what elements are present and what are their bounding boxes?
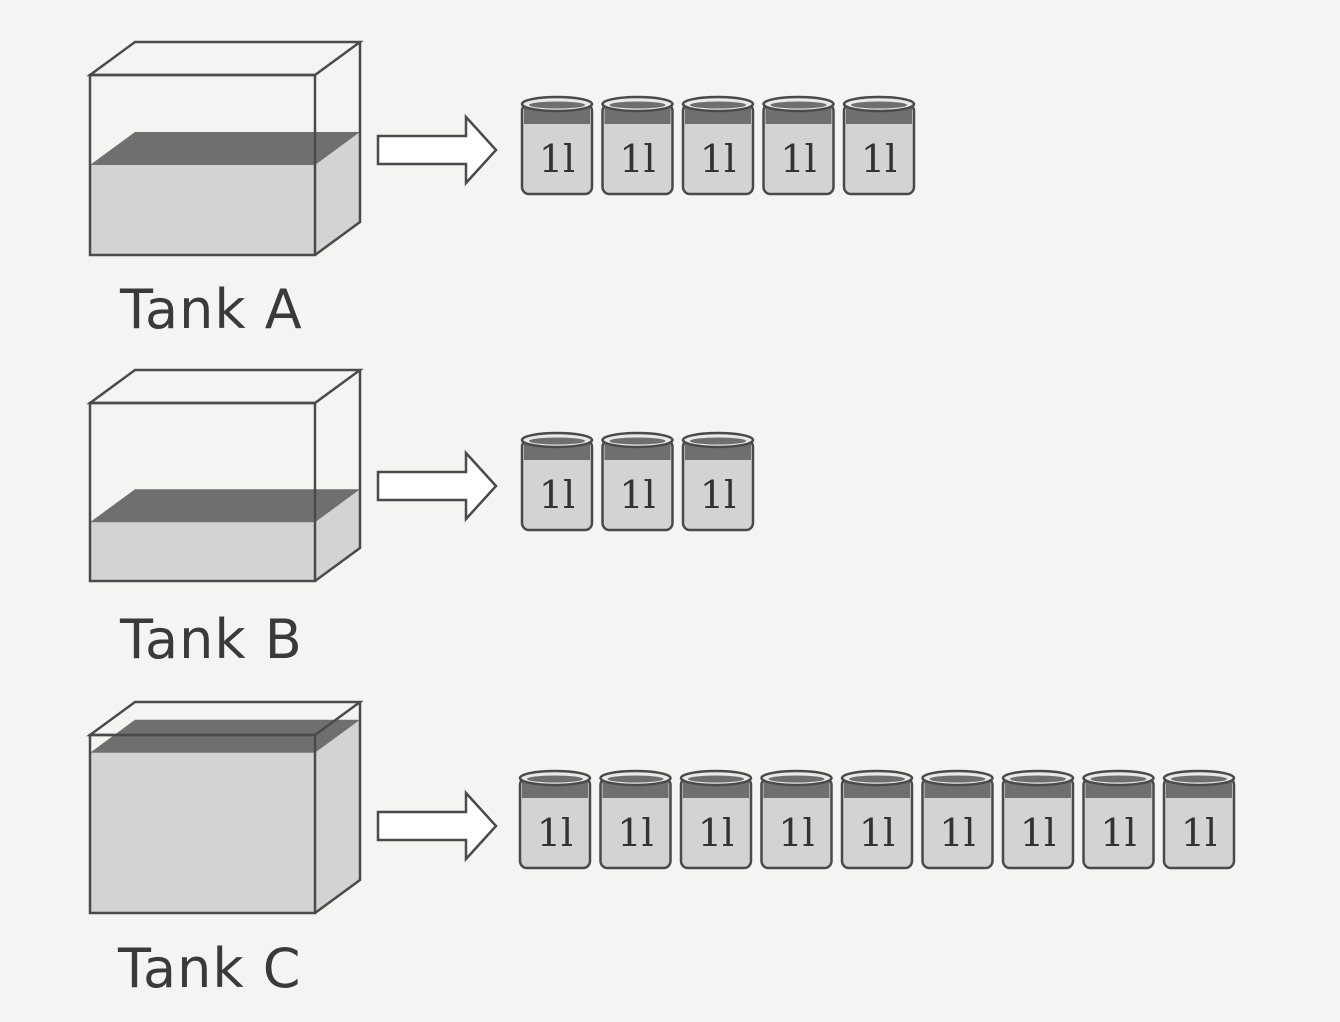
arrow-icon [376, 113, 498, 187]
tank-a-label: Tank A [120, 278, 303, 341]
liter-cup-icon: 1l [1162, 769, 1236, 870]
tank-c-label: Tank C [118, 937, 302, 1000]
tank-top-edge [86, 40, 364, 77]
cup-label: 1l [859, 811, 895, 855]
tank-b-label: Tank B [120, 608, 303, 671]
tank-side-edge [314, 370, 362, 583]
water-surface [90, 132, 360, 165]
cup-label: 1l [539, 473, 575, 517]
tank-side-edge [314, 42, 362, 257]
water-front [90, 752, 315, 913]
liter-cup-icon: 1l [679, 769, 753, 870]
cup-label: 1l [539, 137, 575, 181]
liter-cup-icon: 1l [520, 431, 594, 532]
water-side [315, 719, 360, 913]
cup-label: 1l [698, 811, 734, 855]
water-front [90, 522, 315, 581]
water-surface [90, 719, 360, 753]
cup-label: 1l [1020, 811, 1056, 855]
tank-b: 1l 1l 1l [86, 368, 755, 583]
cup-label: 1l [861, 137, 897, 181]
liter-cup-icon: 1l [842, 95, 916, 196]
liter-cup-icon: 1l [840, 769, 914, 870]
liter-cup-icon: 1l [601, 95, 674, 196]
water-surface [90, 489, 360, 523]
cup-label: 1l [780, 137, 816, 181]
liter-cup-icon: 1l [520, 95, 594, 196]
cup-label: 1l [700, 137, 736, 181]
arrow-icon [376, 449, 498, 523]
liter-cup-icon: 1l [760, 769, 833, 870]
tank-top-edge [86, 368, 364, 405]
tank-side-edge [314, 702, 362, 915]
water-side [315, 132, 360, 255]
liter-cup-icon: 1l [1001, 769, 1075, 870]
water-front [90, 165, 315, 255]
cup-label: 1l [537, 811, 573, 855]
arrow-icon [376, 789, 498, 863]
liter-cup-icon: 1l [1082, 769, 1155, 870]
tank-c: 1l 1l 1l 1l 1l 1l 1l 1l 1l [86, 700, 1236, 915]
cup-label: 1l [619, 473, 655, 517]
liter-cup-icon: 1l [681, 431, 755, 532]
liter-cup-icon: 1l [762, 95, 835, 196]
cup-label: 1l [1181, 811, 1217, 855]
liter-cup-icon: 1l [921, 769, 994, 870]
water-side [315, 489, 360, 581]
cup-label: 1l [617, 811, 653, 855]
cup-label: 1l [1100, 811, 1136, 855]
cup-label: 1l [700, 473, 736, 517]
liter-cup-icon: 1l [599, 769, 672, 870]
liter-cup-icon: 1l [518, 769, 592, 870]
liter-cup-icon: 1l [681, 95, 755, 196]
cup-label: 1l [939, 811, 975, 855]
cup-label: 1l [619, 137, 655, 181]
liter-cup-icon: 1l [601, 431, 674, 532]
cup-label: 1l [778, 811, 814, 855]
tank-a: 1l 1l 1l 1l 1l [86, 40, 916, 257]
